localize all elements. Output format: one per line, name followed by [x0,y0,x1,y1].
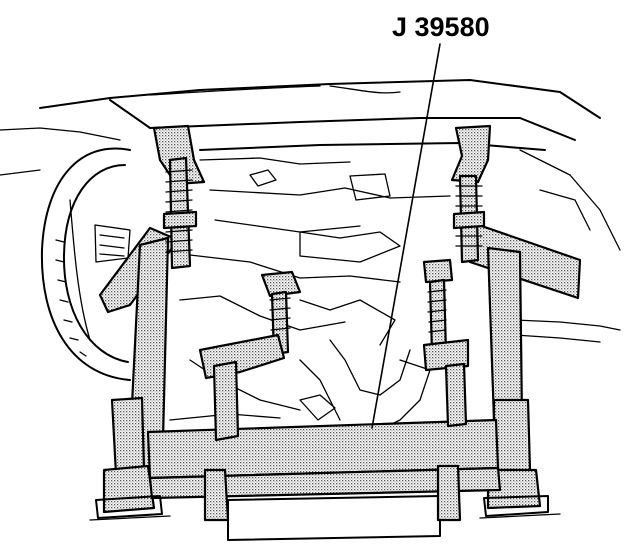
left-wheel [40,147,131,381]
crossbar [146,418,502,541]
tool-callout-label: J 39580 [392,12,490,42]
feet [89,495,561,521]
callout-leader-line [371,43,441,429]
right-support-arm [468,220,582,300]
left-top-screw [152,124,206,270]
center-left-hanger [198,270,302,442]
center-right-hanger [422,258,470,428]
right-upright [486,246,542,510]
right-top-screw [450,124,492,264]
